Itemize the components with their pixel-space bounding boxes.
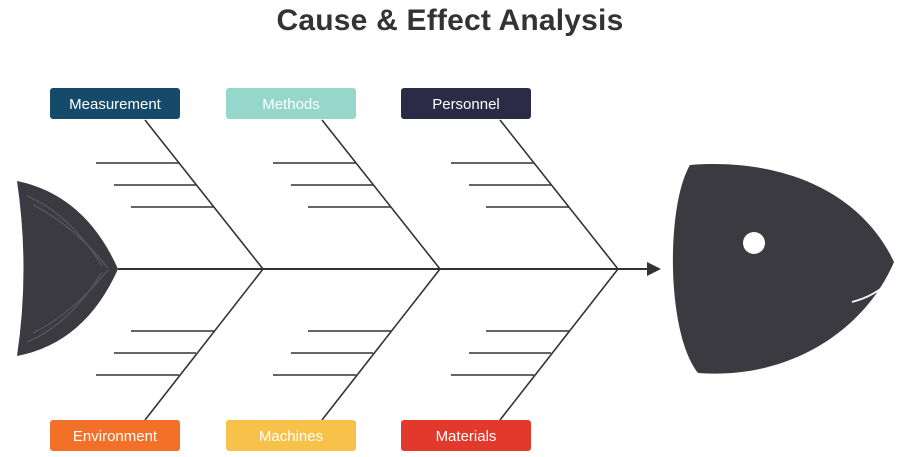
branch-line	[144, 268, 264, 421]
branch-line	[321, 268, 441, 421]
category-personnel: Personnel	[401, 88, 531, 119]
category-label: Machines	[259, 428, 323, 445]
spine-arrowhead	[647, 262, 661, 276]
branch-line	[144, 119, 264, 270]
category-environment: Environment	[50, 420, 180, 451]
fish-eye	[743, 232, 765, 254]
category-measurement: Measurement	[50, 88, 180, 119]
category-label: Personnel	[432, 96, 500, 113]
category-machines: Machines	[226, 420, 356, 451]
branch-line	[499, 119, 619, 270]
branch-line	[321, 119, 441, 270]
category-label: Measurement	[69, 96, 162, 113]
category-box	[50, 88, 180, 119]
tail-fin-line	[32, 269, 109, 334]
category-label: Methods	[262, 96, 320, 113]
branch-line	[499, 268, 619, 421]
fish-head	[672, 164, 894, 374]
tail-fin-line	[26, 195, 103, 267]
category-box	[401, 420, 531, 451]
tail-fin-line	[32, 204, 109, 269]
category-box	[401, 88, 531, 119]
category-materials: Materials	[401, 420, 531, 451]
category-box	[226, 88, 356, 119]
fish-mouth	[851, 280, 891, 303]
tail-fin-line	[26, 271, 103, 343]
diagram-title: Cause & Effect Analysis	[276, 4, 624, 37]
fish-tail	[17, 181, 118, 356]
category-box	[50, 420, 180, 451]
category-label: Materials	[436, 428, 497, 445]
category-label: Environment	[73, 428, 158, 445]
category-box	[226, 420, 356, 451]
category-methods: Methods	[226, 88, 356, 119]
